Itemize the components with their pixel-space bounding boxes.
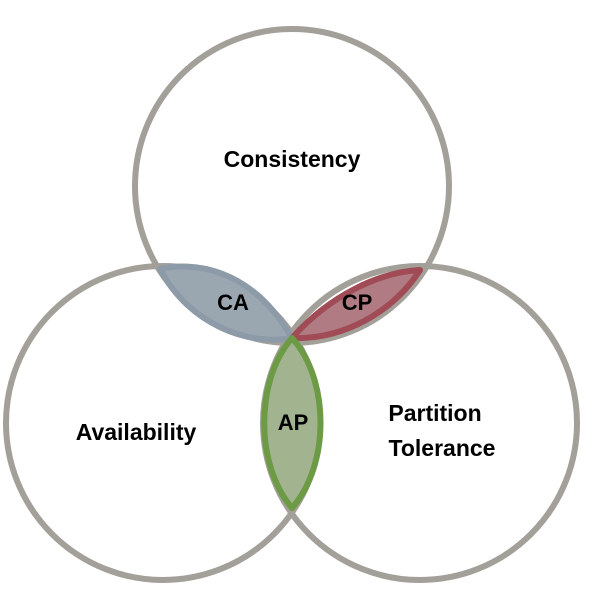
availability-label: Availability xyxy=(76,419,197,445)
consistency-label: Consistency xyxy=(224,146,361,172)
ap-intersection xyxy=(261,335,324,511)
partition-tolerance-label-line2: Tolerance xyxy=(389,435,496,461)
cp-intersection xyxy=(289,267,423,342)
cp-label: CP xyxy=(342,290,373,315)
ap-label: AP xyxy=(278,410,309,435)
partition-tolerance-label-line1: Partition xyxy=(388,400,481,426)
ca-label: CA xyxy=(217,290,249,315)
